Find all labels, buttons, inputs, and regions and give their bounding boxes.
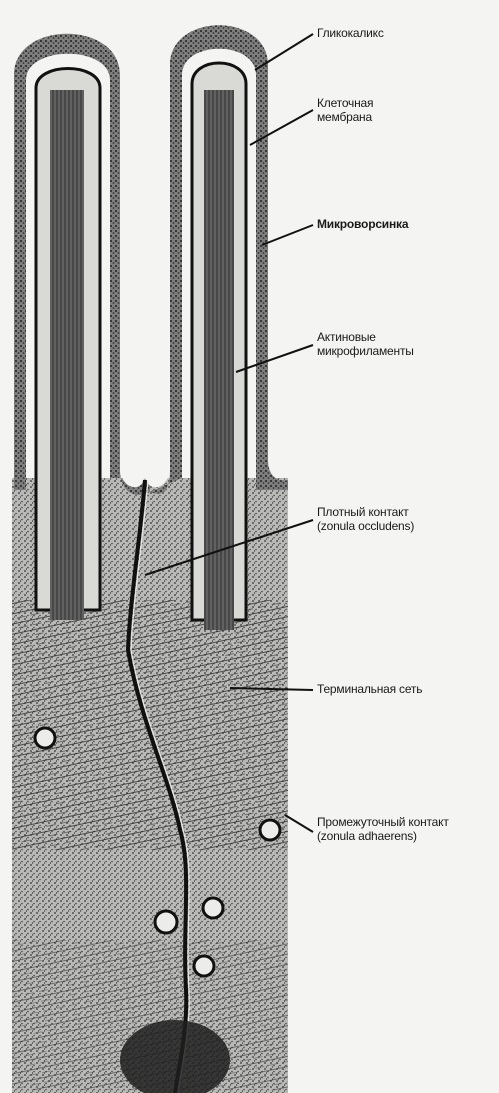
right-actin-bundle (204, 90, 234, 630)
label-adherens: Промежуточный контакт (zonula adhaerens) (317, 815, 449, 843)
leader-microvillus (262, 225, 313, 245)
vesicle (194, 956, 214, 976)
leader-adherens (285, 815, 313, 832)
leader-actin (236, 345, 313, 372)
label-glycocalyx-text: Гликокаликс (317, 26, 384, 40)
label-actin-line2: микрофиламенты (317, 344, 414, 358)
apical-lumen (120, 65, 170, 487)
left-actin-bundle (50, 90, 84, 620)
vesicle (260, 820, 280, 840)
label-adherens-line1: Промежуточный контакт (317, 815, 449, 829)
label-tight-junction: Плотный контакт (zonula occludens) (317, 505, 414, 533)
vesicle (35, 728, 55, 748)
label-cell-membrane-line1: Клеточная (317, 96, 373, 110)
label-adherens-line2: (zonula adhaerens) (317, 829, 449, 843)
label-microvillus: Микроворсинка (317, 217, 408, 231)
label-tight-junction-line2: (zonula occludens) (317, 519, 414, 533)
label-terminal-web: Терминальная сеть (317, 682, 422, 696)
label-actin-line1: Актиновые (317, 330, 414, 344)
label-terminal-web-text: Терминальная сеть (317, 682, 422, 696)
label-cell-membrane: Клеточная мембрана (317, 96, 373, 124)
label-tight-junction-line1: Плотный контакт (317, 505, 414, 519)
label-actin: Актиновые микрофиламенты (317, 330, 414, 358)
label-cell-membrane-line2: мембрана (317, 110, 373, 124)
vesicle (155, 911, 177, 933)
vesicle (203, 898, 223, 918)
label-microvillus-text: Микроворсинка (317, 217, 408, 231)
label-glycocalyx: Гликокаликс (317, 26, 384, 40)
